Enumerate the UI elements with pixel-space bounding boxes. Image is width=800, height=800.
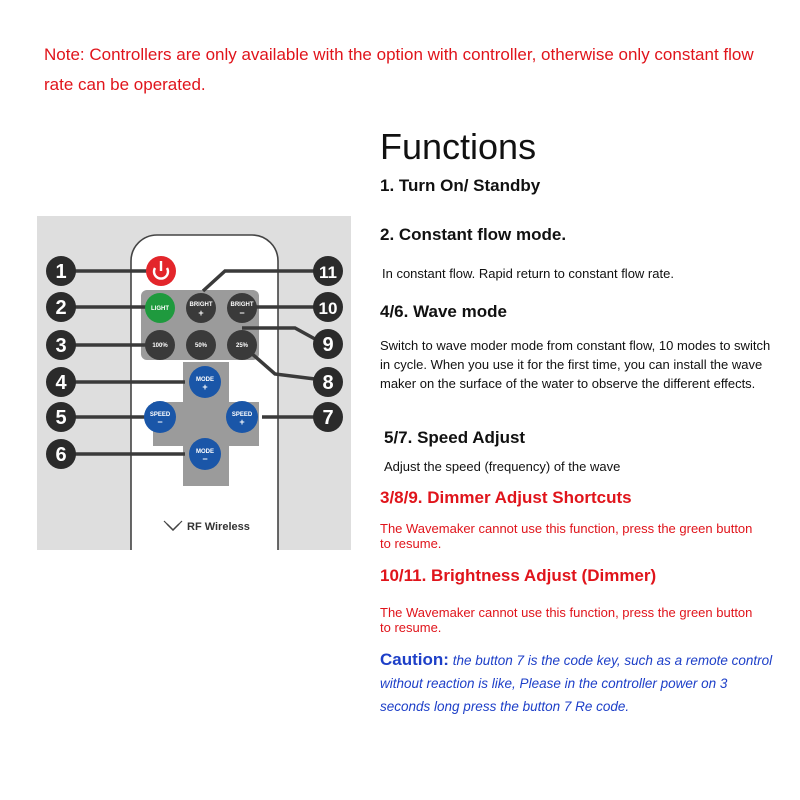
badge-11-label: 11 (319, 263, 337, 282)
function-2-desc: In constant flow. Rapid return to consta… (382, 266, 674, 281)
remote-illustration: LIGHT BRIGHT + BRIGHT − 100% 50% 25% MOD… (37, 216, 351, 550)
badge-1 (46, 256, 76, 286)
badge-10-label: 10 (319, 299, 338, 318)
bright-minus-sign: − (239, 308, 244, 318)
badge-9-label: 9 (322, 334, 333, 356)
cross-pad (153, 362, 259, 486)
caution-label: Caution: (380, 650, 449, 669)
light-button (145, 293, 175, 323)
bright-plus-label: BRIGHT (190, 302, 213, 308)
p50-button (186, 330, 216, 360)
function-1-heading: 1. Turn On/ Standby (380, 176, 541, 195)
function-3-heading: 4/6. Wave mode (380, 302, 507, 321)
p50-label: 50% (195, 343, 208, 349)
badge-3-label: 3 (55, 335, 66, 357)
speed-right-sign: + (239, 417, 244, 427)
badge-7 (313, 402, 343, 432)
function-5-heading: 3/8/9. Dimmer Adjust Shortcuts (380, 488, 632, 507)
mode-up-button (189, 366, 221, 398)
badge-1-label: 1 (55, 261, 66, 283)
mode-up-label: MODE (196, 377, 214, 383)
function-2-heading: 2. Constant flow mode. (380, 225, 567, 244)
wifi-icon-outer (163, 520, 183, 531)
badge-4-label: 4 (55, 372, 67, 394)
p100-button (145, 330, 175, 360)
mode-up-sign: + (202, 382, 207, 392)
p25-label: 25% (236, 343, 249, 349)
bright-plus-button (186, 293, 216, 323)
badge-8 (313, 367, 343, 397)
badge-3 (46, 330, 76, 360)
functions-title: Functions (380, 126, 537, 167)
function-5-desc: The Wavemaker cannot use this function, … (380, 521, 753, 551)
function-4-desc: Adjust the speed (frequency) of the wave (384, 459, 621, 474)
badge-5-label: 5 (55, 407, 66, 429)
badge-8-label: 8 (322, 372, 333, 394)
mode-down-sign: − (202, 454, 207, 464)
badge-2-label: 2 (55, 297, 66, 319)
mode-down-button (189, 438, 221, 470)
badge-11 (313, 256, 343, 286)
badge-6-label: 6 (55, 444, 66, 466)
speed-right-label: SPEED (232, 412, 253, 418)
badge-10 (313, 292, 343, 322)
speed-left-button (144, 401, 176, 433)
badge-6 (46, 439, 76, 469)
badge-4 (46, 367, 76, 397)
speed-right-button (226, 401, 258, 433)
rf-wireless-label: RF Wireless (187, 521, 250, 533)
caution-block: Caution: the button 7 is the code key, s… (380, 648, 780, 718)
function-6-desc: The Wavemaker cannot use this function, … (380, 605, 753, 635)
function-4-heading: 5/7. Speed Adjust (384, 428, 526, 447)
function-6-heading: 10/11. Brightness Adjust (Dimmer) (380, 566, 657, 585)
speed-left-sign: − (157, 417, 162, 427)
bright-plus-sign: + (198, 308, 203, 318)
remote-diagram: LIGHT BRIGHT + BRIGHT − 100% 50% 25% MOD… (46, 234, 343, 550)
line-9 (242, 326, 316, 341)
note-text: Note: Controllers are only available wit… (44, 45, 754, 94)
bright-minus-label: BRIGHT (231, 302, 254, 308)
function-3-desc: Switch to wave moder mode from constant … (380, 338, 771, 391)
bright-minus-button (227, 293, 257, 323)
line-11 (201, 269, 315, 293)
p100-label: 100% (152, 343, 168, 349)
speed-left-label: SPEED (150, 412, 171, 418)
mode-down-label: MODE (196, 449, 214, 455)
light-label: LIGHT (151, 306, 169, 312)
number-badges (46, 256, 343, 469)
badge-9 (313, 329, 343, 359)
badge-2 (46, 292, 76, 322)
p25-button (227, 330, 257, 360)
power-icon (152, 267, 170, 280)
caution-text: the button 7 is the code key, such as a … (380, 653, 773, 714)
badge-7-label: 7 (322, 407, 333, 429)
badge-5 (46, 402, 76, 432)
